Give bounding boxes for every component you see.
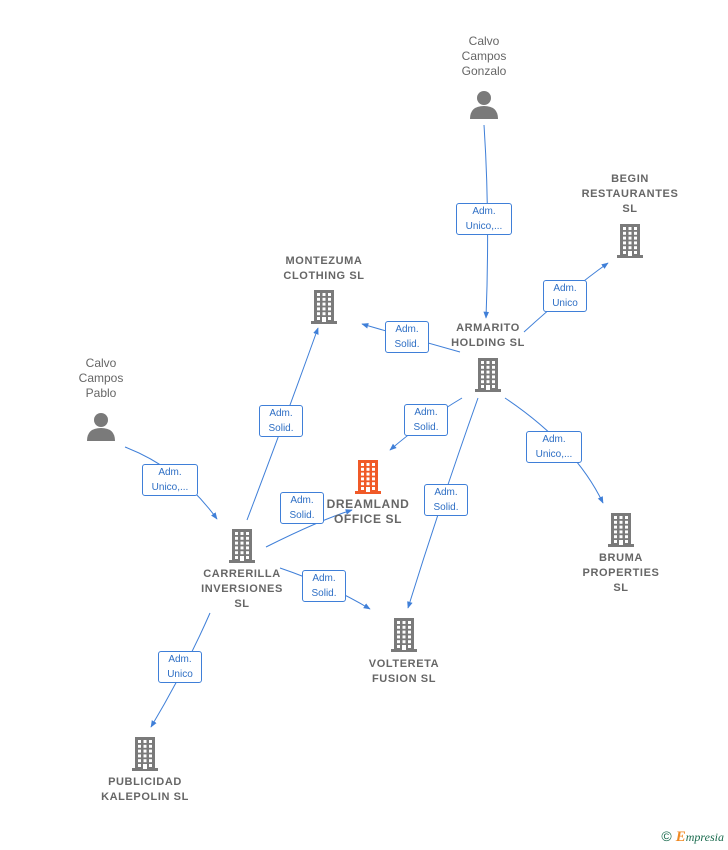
edge-label-line: Adm. bbox=[312, 573, 336, 584]
node-label: BRUMA PROPERTIES SL bbox=[582, 552, 660, 594]
edge-label-armarito-to-dreamland[interactable]: Adm. Solid. bbox=[404, 404, 448, 436]
edge-label-calvo-gonzalo-to-armarito[interactable]: Adm. Unico,... bbox=[456, 203, 512, 235]
node-icon bbox=[606, 511, 636, 552]
node-label: Calvo Campos Gonzalo bbox=[461, 34, 507, 78]
node-icon bbox=[227, 527, 257, 568]
edge-label-line: Unico,... bbox=[151, 482, 189, 493]
edge-label-armarito-to-voltereta[interactable]: Adm. Solid. bbox=[424, 484, 468, 516]
edge-label-line: Adm. bbox=[553, 283, 577, 294]
node-label: BEGIN RESTAURANTES SL bbox=[581, 173, 679, 215]
person-icon bbox=[470, 91, 498, 119]
edge-label-line: Adm. bbox=[158, 467, 182, 478]
edge-label-calvo-pablo-to-carrerilla[interactable]: Adm. Unico,... bbox=[142, 464, 198, 496]
edge-label-line: Adm. bbox=[434, 487, 458, 498]
edge-label-line: Adm. bbox=[269, 408, 293, 419]
edge-label-line: Adm. bbox=[395, 324, 419, 335]
node-label: DREAMLAND OFFICE SL bbox=[326, 497, 410, 526]
node-icon bbox=[615, 222, 645, 263]
edge-label-line: Adm. bbox=[472, 206, 496, 217]
edge-label-armarito-to-montezuma[interactable]: Adm. Solid. bbox=[385, 321, 429, 353]
edge-label-line: Solid. bbox=[413, 422, 439, 433]
building-icon bbox=[475, 358, 501, 392]
edge-label-line: Solid. bbox=[289, 510, 315, 521]
edge-label-line: Solid. bbox=[268, 423, 294, 434]
node-icon bbox=[353, 458, 383, 499]
brand-name: mpresia bbox=[685, 830, 724, 844]
node-label: MONTEZUMA CLOTHING SL bbox=[283, 255, 365, 282]
node-label: VOLTERETA FUSION SL bbox=[368, 658, 440, 685]
edge-label-line: Adm. bbox=[414, 407, 438, 418]
edge-label-line: Solid. bbox=[433, 502, 459, 513]
brand-initial: E bbox=[675, 829, 686, 845]
edge-label-line: Adm. bbox=[542, 434, 566, 445]
edge-label-carrerilla-to-voltereta[interactable]: Adm. Solid. bbox=[302, 570, 346, 602]
node-icon bbox=[309, 288, 339, 329]
edge-label-line: Adm. bbox=[290, 495, 314, 506]
node-label: PUBLICIDAD KALEPOLIN SL bbox=[101, 776, 189, 803]
node-label: ARMARITO HOLDING SL bbox=[451, 322, 525, 349]
edge-label-line: Solid. bbox=[311, 588, 337, 599]
edge-carrerilla-to-dreamland bbox=[265, 509, 353, 548]
edge-label-carrerilla-to-dreamland[interactable]: Adm. Solid. bbox=[280, 492, 324, 524]
edge-label-armarito-to-begin[interactable]: Adm. Unico bbox=[543, 280, 587, 312]
node-label: Calvo Campos Pablo bbox=[78, 356, 124, 400]
building-icon bbox=[132, 737, 158, 771]
edge-label-line: Unico bbox=[552, 298, 578, 309]
building-icon bbox=[608, 513, 634, 547]
node-icon bbox=[389, 616, 419, 657]
node-icon bbox=[130, 735, 160, 776]
edge-label-line: Solid. bbox=[394, 339, 420, 350]
brand-watermark: ©Empresia bbox=[661, 828, 724, 846]
node-icon bbox=[473, 356, 503, 397]
edge-label-armarito-to-bruma[interactable]: Adm. Unico,... bbox=[526, 431, 582, 463]
node-icon bbox=[469, 89, 499, 124]
copyright-icon: © bbox=[661, 828, 672, 844]
node-label: CARRERILLA INVERSIONES SL bbox=[201, 568, 283, 610]
building-icon bbox=[229, 529, 255, 563]
edge-label-line: Unico,... bbox=[465, 221, 503, 232]
building-icon bbox=[617, 224, 643, 258]
edge-label-carrerilla-to-montezuma[interactable]: Adm. Solid. bbox=[259, 405, 303, 437]
building-icon bbox=[311, 290, 337, 324]
node-icon bbox=[86, 411, 116, 446]
edge-label-carrerilla-to-publicidad[interactable]: Adm. Unico bbox=[158, 651, 202, 683]
building-icon bbox=[391, 618, 417, 652]
building-icon bbox=[355, 460, 381, 494]
edge-label-line: Unico,... bbox=[535, 449, 573, 460]
edge-label-line: Unico bbox=[167, 669, 193, 680]
edge-label-line: Adm. bbox=[168, 654, 192, 665]
person-icon bbox=[87, 413, 115, 441]
